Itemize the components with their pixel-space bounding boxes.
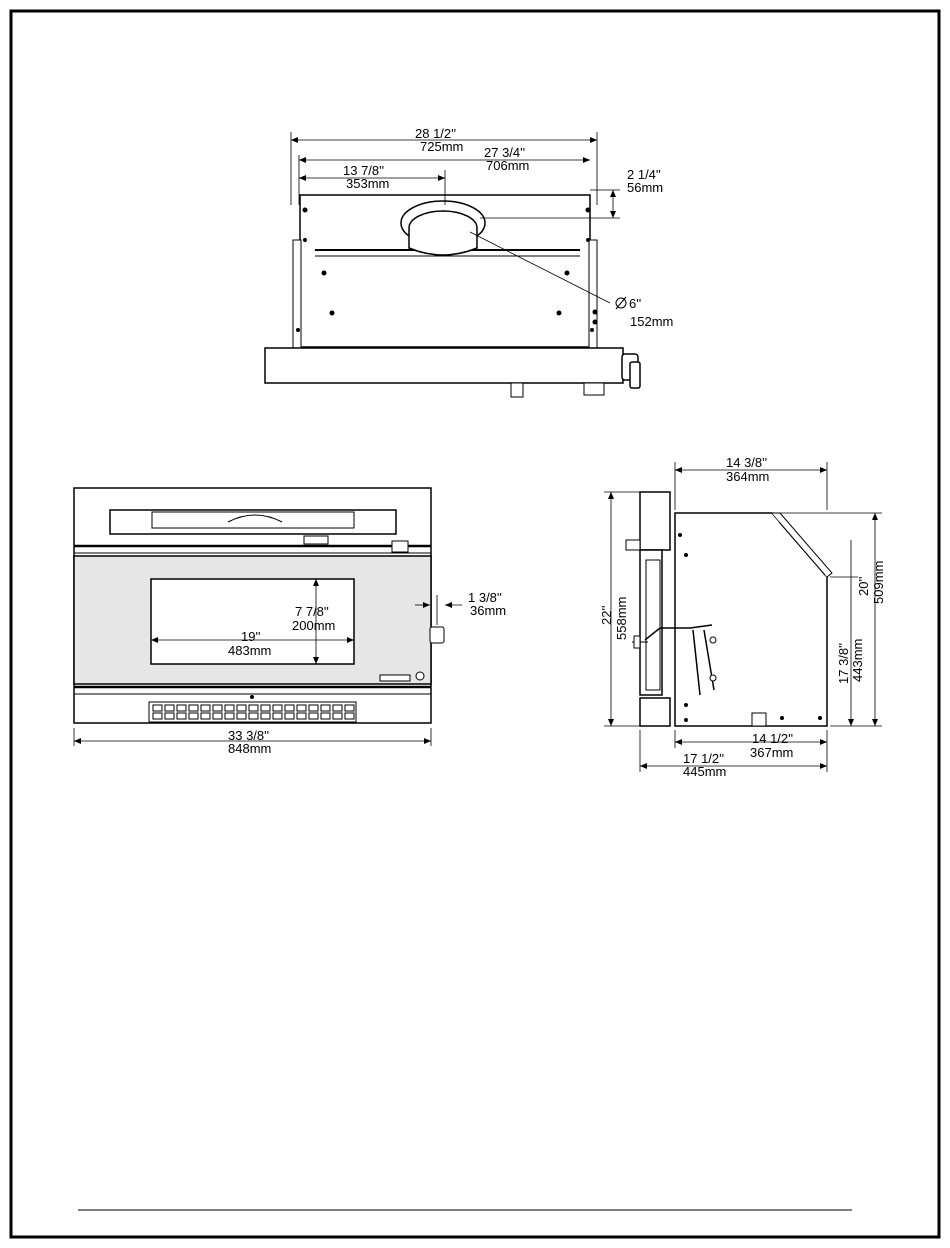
top-collar-offset-mm: 353mm	[346, 176, 389, 191]
top-collar-depth-mm: 56mm	[627, 180, 663, 195]
front-window-width-in: 19''	[241, 629, 260, 644]
side-front-height-mm: 443mm	[850, 639, 865, 682]
top-collar-diameter-mm: 152mm	[630, 314, 673, 329]
side-box-height-mm: 509mm	[871, 561, 886, 604]
front-window-width-mm: 483mm	[228, 643, 271, 658]
top-overall-width-mm: 725mm	[420, 139, 463, 154]
side-top-depth-mm: 364mm	[726, 469, 769, 484]
front-knob-offset-mm: 36mm	[470, 603, 506, 618]
side-overall-height-mm: 558mm	[614, 597, 629, 640]
diameter-icon	[616, 297, 626, 309]
side-view	[626, 492, 832, 726]
side-overall-depth-mm: 445mm	[683, 764, 726, 779]
side-view-front-column	[640, 492, 670, 550]
side-base-depth-mm: 367mm	[750, 745, 793, 760]
front-overall-width-mm: 848mm	[228, 741, 271, 756]
side-base-depth-in: 14 1/2''	[752, 731, 793, 746]
top-view-front-lip	[265, 348, 623, 383]
side-top-depth-in: 14 3/8''	[726, 455, 767, 470]
top-view	[265, 195, 640, 397]
side-overall-height-in: 22''	[599, 606, 614, 625]
front-window-height-mm: 200mm	[292, 618, 335, 633]
top-collar-diameter-in: 6''	[629, 296, 641, 311]
exhaust-collar	[401, 201, 485, 255]
side-front-height-in: 17 3/8''	[836, 643, 851, 684]
top-inner-width-mm: 706mm	[486, 158, 529, 173]
front-window-height-in: 7 7/8''	[295, 604, 329, 619]
front-view	[74, 488, 444, 723]
side-box-height-in: 20''	[856, 577, 871, 596]
